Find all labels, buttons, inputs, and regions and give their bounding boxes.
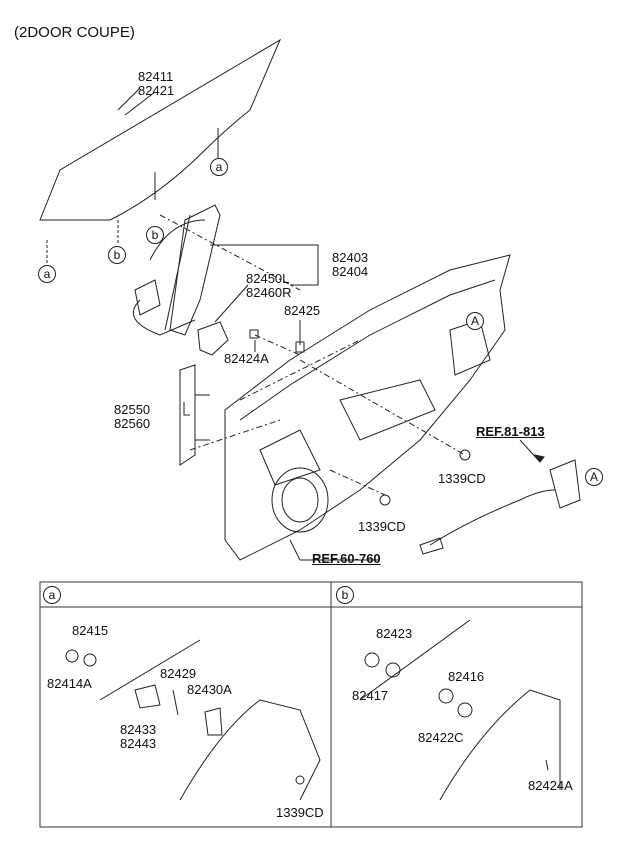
clip-1339cd-b xyxy=(379,494,391,506)
ref-panel: REF.60-760 xyxy=(312,551,381,566)
label-glass-1: 82411 xyxy=(138,69,174,84)
detail-a-82415: 82415 xyxy=(72,623,109,638)
window-channel xyxy=(179,364,196,466)
marker-A-2: A xyxy=(585,468,603,486)
detail-a-82429: 82429 xyxy=(160,666,197,681)
page-title: (2DOOR COUPE) xyxy=(14,24,135,41)
marker-b-1: b xyxy=(108,246,126,264)
detail-b-82424a: 82424A xyxy=(528,778,573,793)
door-glass xyxy=(39,38,282,221)
label-regulator-1: 82403 xyxy=(332,250,369,265)
detail-b-82416: 82416 xyxy=(448,669,485,684)
detail-b-82422c: 82422C xyxy=(418,730,464,745)
bolt-82425 xyxy=(295,341,305,353)
label-motor-1: 82450L xyxy=(246,271,290,286)
detail-a-82443: 82443 xyxy=(120,736,157,751)
detail-b-drawing xyxy=(359,619,561,801)
label-regulator-2: 82404 xyxy=(332,264,369,279)
bolt-82424a xyxy=(249,329,259,339)
detail-a-drawing xyxy=(65,639,321,801)
label-channel-2: 82560 xyxy=(114,416,151,431)
marker-a-1: a xyxy=(38,265,56,283)
detail-b-82423: 82423 xyxy=(376,626,413,641)
label-bolt-82424a: 82424A xyxy=(224,351,269,366)
detail-frame xyxy=(39,581,583,828)
label-motor-2: 82460R xyxy=(246,285,292,300)
label-bolt-82425: 82425 xyxy=(284,303,321,318)
detail-a-marker: a xyxy=(43,586,61,604)
clip-1339cd-a xyxy=(459,449,471,461)
marker-a-2: a xyxy=(210,158,228,176)
label-clip-2: 1339CD xyxy=(358,519,406,534)
ref-latch: REF.81-813 xyxy=(476,424,545,439)
detail-a-82430a: 82430A xyxy=(187,682,232,697)
detail-a-1339cd: 1339CD xyxy=(276,805,324,820)
detail-a-82433: 82433 xyxy=(120,722,157,737)
door-latch xyxy=(549,459,581,509)
regulator-motor xyxy=(197,321,229,356)
door-inner-panel xyxy=(224,254,511,561)
detail-b-marker: b xyxy=(336,586,354,604)
detail-a-82414a: 82414A xyxy=(47,676,92,691)
marker-b-2: b xyxy=(146,226,164,244)
latch-cable xyxy=(429,489,556,546)
label-clip-1: 1339CD xyxy=(438,471,486,486)
label-channel-1: 82550 xyxy=(114,402,151,417)
marker-A-1: A xyxy=(466,312,484,330)
window-regulator xyxy=(132,204,221,336)
label-glass-2: 82421 xyxy=(138,83,175,98)
detail-b-82417: 82417 xyxy=(352,688,389,703)
